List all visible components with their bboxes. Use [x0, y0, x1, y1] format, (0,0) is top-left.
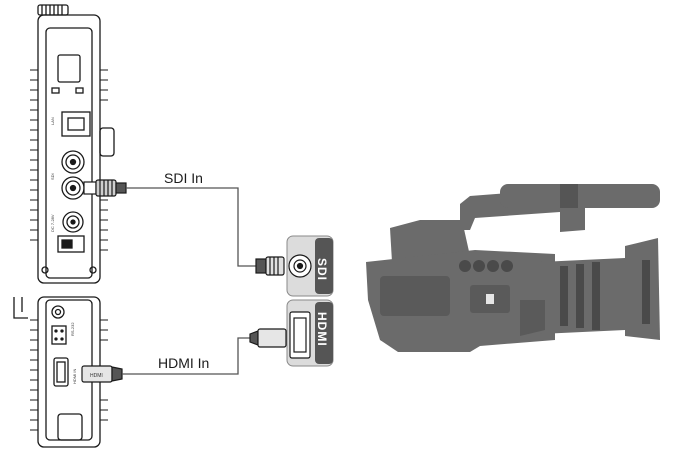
sdi-port-label: SDI: [315, 258, 329, 281]
camcorder-silhouette: [366, 184, 660, 352]
hdmi-in-label: HDMI In: [158, 355, 209, 371]
hdmi-plug-marking: HDMI: [90, 373, 103, 379]
camera-hdmi-connector: [249, 311, 311, 359]
hdmi-in-marking: HDMI IN: [72, 369, 77, 384]
sdi-in-label: SDI In: [164, 170, 203, 186]
dc-marking: DC 7-28V: [50, 214, 55, 232]
transmitter-device-top: [30, 4, 115, 284]
sdi-plug-device: [83, 179, 127, 197]
hdmi-plug-device: [81, 365, 123, 383]
hdmi-cable: [122, 337, 250, 375]
sdi-marking: SDI: [50, 173, 55, 180]
hdmi-port-label: HDMI: [315, 312, 329, 347]
lan-marking: LAN: [50, 117, 55, 125]
camera-sdi-connector: [255, 254, 312, 278]
sdi-cable: [126, 187, 256, 267]
rs232-marking: RS-232: [70, 322, 75, 336]
